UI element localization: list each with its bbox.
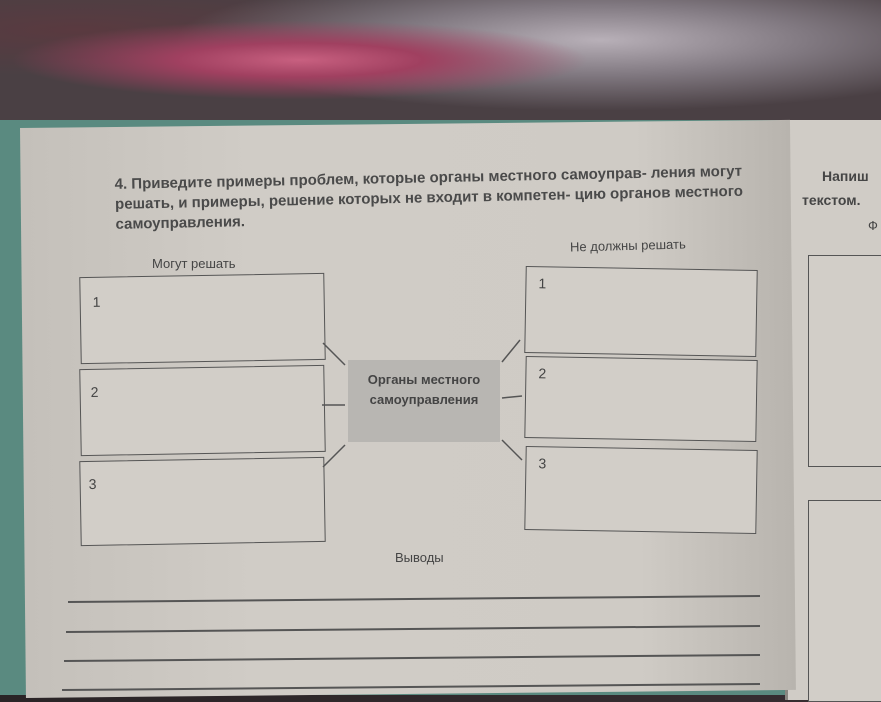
right-page-text-2: текстом.: [802, 192, 861, 208]
right-page-text-1: Напиш: [822, 168, 869, 184]
right-page-text-3: Ф: [868, 218, 878, 233]
center-label: Органы местного самоуправления: [348, 360, 500, 442]
arrow-icon: [501, 395, 523, 399]
right-page: Напиш текстом. Ф: [785, 120, 881, 702]
conclusions-label: Выводы: [395, 550, 444, 565]
right-page-box: [808, 500, 881, 702]
background-fabric: [0, 0, 881, 140]
arrow-icon: [322, 342, 346, 366]
arrow-icon: [501, 339, 521, 363]
arrow-icon: [322, 444, 346, 468]
arrow-icon: [501, 439, 523, 461]
right-page-box: [808, 255, 881, 467]
left-header: Могут решать: [152, 256, 236, 271]
